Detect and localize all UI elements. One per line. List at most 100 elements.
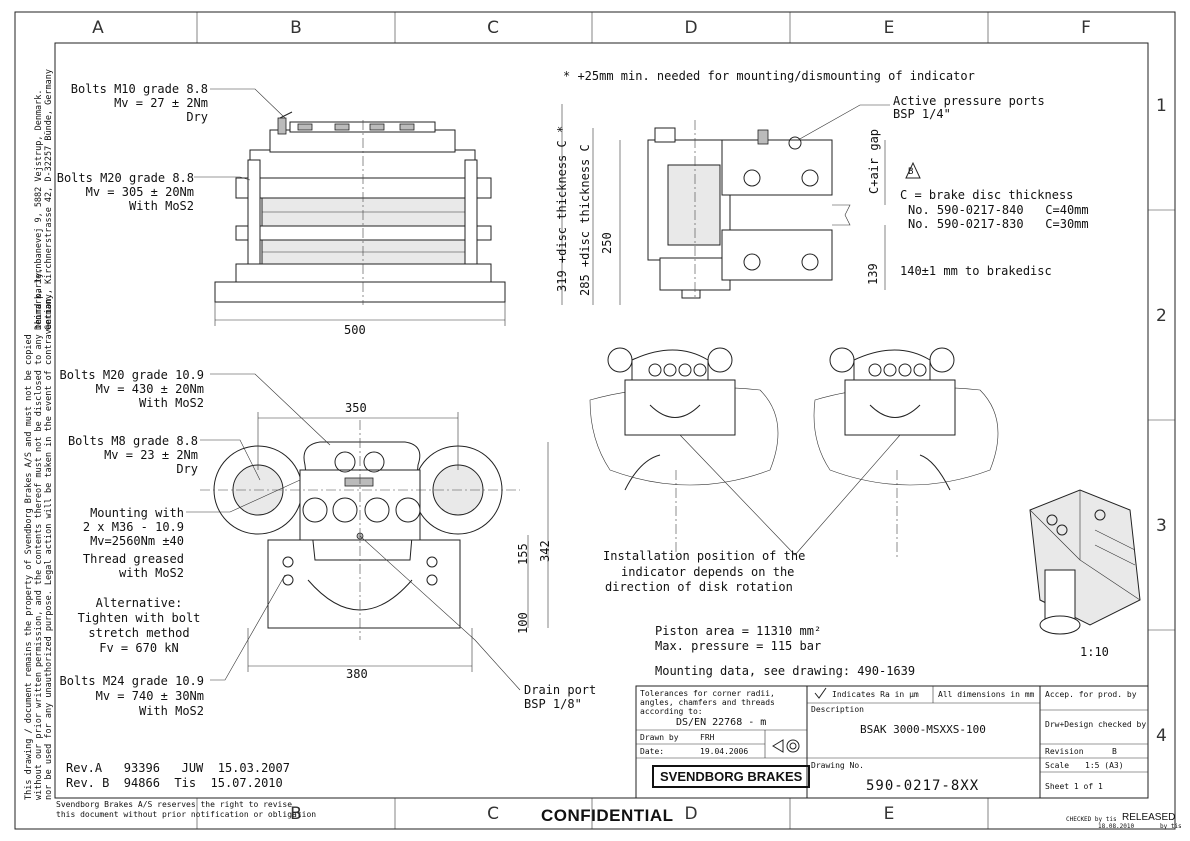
date: 19.04.2006 bbox=[700, 747, 749, 756]
all-dimensions: All dimensions in mm bbox=[938, 690, 1035, 699]
bolts-m20-88-line2: Mv = 305 ± 20Nm bbox=[85, 185, 194, 199]
accepted-by: Accep. for prod. by bbox=[1045, 690, 1137, 699]
grid-ticks bbox=[196, 12, 1175, 829]
reserves-line2: this document without prior notification… bbox=[56, 810, 317, 819]
grid-row-1: 1 bbox=[1156, 96, 1167, 116]
alternative-line3: stretch method bbox=[88, 626, 190, 640]
bolts-m8-line1: Bolts M8 grade 8.8 bbox=[67, 434, 198, 448]
tolerances-line2: angles, chamfers and threads bbox=[640, 698, 775, 707]
bolts-m20-109-line3: With MoS2 bbox=[138, 396, 204, 410]
dim-350: 350 bbox=[345, 401, 367, 415]
active-ports-line2: BSP 1/4" bbox=[893, 107, 951, 121]
grid-col-c: C bbox=[487, 18, 499, 38]
drawn-by-label: Drawn by bbox=[640, 733, 679, 742]
grid-row-2: 2 bbox=[1156, 306, 1167, 326]
isometric-view bbox=[1029, 489, 1141, 635]
drain-port-line1: Drain port bbox=[524, 683, 597, 697]
drain-port-line2: BSP 1/8" bbox=[524, 697, 582, 711]
mounting-data: Mounting data, see drawing: 490-1639 bbox=[655, 664, 916, 678]
dim-319-disc: 319 +disc thickness C * bbox=[555, 125, 569, 292]
mounting-with-line4: Thread greased bbox=[82, 552, 184, 566]
disc-thickness-line3: No. 590-0217-830 C=30mm bbox=[908, 217, 1089, 231]
front-view bbox=[214, 111, 506, 326]
warning-triangle bbox=[905, 161, 921, 179]
grid-col-c-bottom: C bbox=[487, 804, 499, 824]
checked-date: 18.08.2010 bbox=[1098, 823, 1135, 830]
svendborg-brakes-logo: SVENDBORG BRAKES bbox=[652, 765, 811, 788]
bolts-m20-88-line3: With MoS2 bbox=[128, 199, 194, 213]
max-pressure: Max. pressure = 115 bar bbox=[655, 639, 822, 653]
title-block-lines bbox=[635, 685, 1149, 799]
dim-285-disc: 285 +disc thickness C bbox=[578, 144, 592, 296]
brakedisc-distance: 140±1 mm to brakedisc bbox=[900, 264, 1052, 278]
grid-col-b-bottom: B bbox=[290, 804, 302, 824]
grid-row-4: 4 bbox=[1156, 726, 1167, 746]
tolerances-line3: according to: bbox=[640, 707, 703, 716]
dim-c-air-gap: C+air gap bbox=[867, 128, 881, 194]
alternative-line4: Fv = 670 kN bbox=[99, 641, 179, 655]
leader-lines bbox=[186, 88, 901, 691]
alternative-line2: Tighten with bolt bbox=[77, 611, 201, 625]
grid-col-d-bottom: D bbox=[684, 804, 698, 824]
alternative-line1: Alternative: bbox=[95, 596, 183, 610]
piston-area: Piston area = 11310 mm² bbox=[655, 624, 822, 638]
side-view bbox=[561, 104, 886, 305]
mounting-with-line5: with MoS2 bbox=[118, 566, 184, 580]
checked-by: CHECKED by tis bbox=[1066, 816, 1117, 823]
sheet-count: Sheet 1 of 1 bbox=[1045, 782, 1103, 791]
scale-label: Scale bbox=[1045, 761, 1070, 770]
bolts-m10-line1: Bolts M10 grade 8.8 bbox=[70, 82, 208, 96]
indicates-ra: Indicates Ra in µm bbox=[832, 690, 919, 699]
side-notice-1: This drawing / document remains the prop… bbox=[24, 334, 34, 800]
dim-100: 100 bbox=[516, 612, 530, 634]
dim-342: 342 bbox=[538, 540, 552, 562]
dim-500: 500 bbox=[344, 323, 366, 337]
bolts-m24-line3: With MoS2 bbox=[138, 704, 204, 718]
released-by: by tis bbox=[1160, 823, 1182, 830]
bolts-m8-line3: Dry bbox=[176, 462, 198, 476]
bolts-m10-line3: Dry bbox=[186, 110, 208, 124]
revision: B bbox=[1112, 747, 1117, 756]
mounting-note: * +25mm min. needed for mounting/dismoun… bbox=[563, 69, 975, 83]
dim-155: 155 bbox=[516, 543, 530, 565]
inner-frame bbox=[54, 42, 1149, 799]
active-ports-line1: Active pressure ports bbox=[893, 94, 1045, 108]
bolts-m24-line2: Mv = 740 ± 30Nm bbox=[95, 689, 204, 703]
grid-col-e: E bbox=[883, 18, 895, 38]
drawing-number: 590-0217-8XX bbox=[866, 778, 980, 794]
grid-col-a: A bbox=[92, 18, 104, 38]
top-view bbox=[200, 412, 549, 672]
drawing-no-label: Drawing No. bbox=[811, 761, 864, 770]
warning-badge: B bbox=[908, 167, 914, 177]
confidential-label: CONFIDENTIAL bbox=[541, 806, 674, 825]
bolts-m24-line1: Bolts M24 grade 10.9 bbox=[59, 674, 205, 688]
drawn-by: FRH bbox=[700, 733, 715, 742]
reserves-line1: Svendborg Brakes A/S reserves the right … bbox=[56, 800, 293, 809]
dim-250: 250 bbox=[600, 232, 614, 254]
dim-380: 380 bbox=[346, 667, 368, 681]
grid-col-d: D bbox=[684, 18, 698, 38]
indicator-position-right bbox=[813, 347, 999, 560]
dim-139: 139 bbox=[866, 263, 880, 285]
bolts-m20-109-line1: Bolts M20 grade 10.9 bbox=[59, 368, 205, 382]
mounting-with-line3: Mv=2560Nm ±40 bbox=[90, 534, 184, 548]
released-stamp: RELEASED bbox=[1122, 812, 1176, 823]
bolts-m8-line2: Mv = 23 ± 2Nm bbox=[104, 448, 198, 462]
drw-design-checked: Drw+Design checked by bbox=[1045, 720, 1147, 729]
scale: 1:5 (A3) bbox=[1085, 761, 1124, 770]
installation-line2: indicator depends on the bbox=[621, 565, 795, 579]
bolts-m20-88-line1: Bolts M20 grade 8.8 bbox=[56, 171, 194, 185]
bolts-m20-109-line2: Mv = 430 ± 20Nm bbox=[95, 382, 204, 396]
description: BSAK 3000-MSXXS-100 bbox=[860, 723, 986, 736]
iso-scale: 1:10 bbox=[1080, 645, 1109, 659]
revision-label: Revision bbox=[1045, 747, 1084, 756]
disc-thickness-line1: C = brake disc thickness bbox=[900, 188, 1074, 202]
installation-line1: Installation position of the bbox=[603, 549, 806, 563]
tolerance-standard: DS/EN 22768 - m bbox=[676, 717, 767, 728]
grid-col-b: B bbox=[290, 18, 302, 38]
grid-col-f: F bbox=[1081, 18, 1091, 38]
indicator-position-left bbox=[589, 347, 779, 560]
tolerances-line1: Tolerances for corner radii, bbox=[640, 689, 775, 698]
mounting-with-line1: Mounting with bbox=[90, 506, 184, 520]
